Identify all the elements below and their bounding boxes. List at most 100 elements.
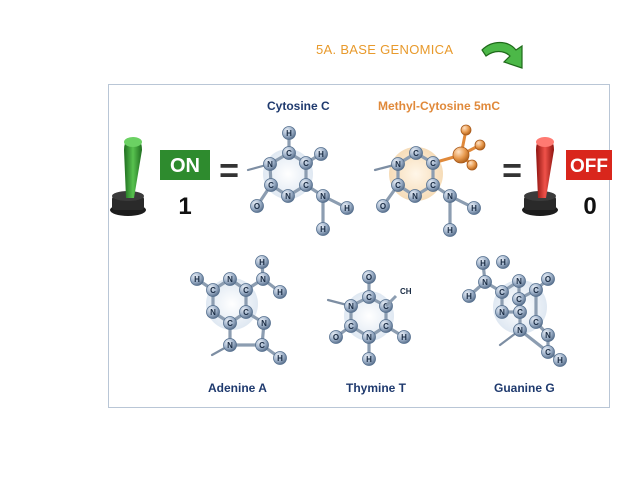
atom bbox=[316, 189, 330, 203]
atom bbox=[256, 272, 270, 286]
atom bbox=[223, 338, 237, 352]
atom-symbol: N bbox=[412, 192, 418, 201]
atom bbox=[282, 146, 296, 160]
atom bbox=[496, 255, 510, 269]
atom-symbol: N bbox=[482, 278, 488, 287]
atom bbox=[362, 290, 376, 304]
atom-symbol: C bbox=[545, 348, 551, 357]
atom-symbol: H bbox=[277, 354, 283, 363]
atom-symbol: N bbox=[227, 275, 233, 284]
atom-symbol: H bbox=[318, 150, 324, 159]
atom-symbol: C bbox=[395, 181, 401, 190]
atom-symbol: C bbox=[303, 159, 309, 168]
atom bbox=[529, 315, 543, 329]
atom-symbol: N bbox=[227, 341, 233, 350]
atom-symbol: H bbox=[471, 204, 477, 213]
methyl-cytosine-label: Methyl-Cytosine 5mC bbox=[378, 99, 500, 113]
atom bbox=[478, 275, 492, 289]
atom bbox=[314, 147, 328, 161]
atom bbox=[264, 178, 278, 192]
atom-symbol: N bbox=[366, 333, 372, 342]
atom bbox=[206, 283, 220, 297]
cytosine-label: Cytosine C bbox=[267, 99, 330, 113]
atom-symbol: N bbox=[395, 160, 401, 169]
atom bbox=[467, 201, 481, 215]
atom-symbol: O bbox=[333, 333, 339, 342]
atom bbox=[340, 201, 354, 215]
atom-symbol: H bbox=[366, 355, 372, 364]
atom-symbol: N bbox=[320, 192, 326, 201]
curved-arrow-icon bbox=[481, 41, 523, 69]
atom-symbol: C bbox=[210, 286, 216, 295]
atom-symbol: C bbox=[227, 319, 233, 328]
atom bbox=[206, 305, 220, 319]
atom bbox=[255, 255, 269, 269]
atom-symbol: C bbox=[286, 149, 292, 158]
on-badge-text: ON bbox=[170, 155, 200, 177]
atom-symbol: N bbox=[285, 192, 291, 201]
atom bbox=[462, 289, 476, 303]
atom-symbol: C bbox=[516, 295, 522, 304]
atom bbox=[512, 274, 526, 288]
atom-symbol: N bbox=[348, 302, 354, 311]
atom-symbol: H bbox=[500, 258, 506, 267]
atom bbox=[513, 323, 527, 337]
atom bbox=[273, 285, 287, 299]
atom bbox=[257, 316, 271, 330]
atom bbox=[190, 272, 204, 286]
atom-symbol: O bbox=[366, 273, 372, 282]
atom bbox=[443, 223, 457, 237]
atom-symbol: C bbox=[517, 308, 523, 317]
atom-symbol: H bbox=[557, 356, 563, 365]
atom-symbol: C bbox=[383, 302, 389, 311]
atom bbox=[273, 351, 287, 365]
atom bbox=[443, 189, 457, 203]
atom bbox=[255, 338, 269, 352]
atom bbox=[391, 178, 405, 192]
atom-symbol: H bbox=[447, 226, 453, 235]
atom-symbol: C bbox=[243, 308, 249, 317]
atom bbox=[239, 283, 253, 297]
atom bbox=[541, 272, 555, 286]
atom bbox=[391, 157, 405, 171]
atom bbox=[223, 272, 237, 286]
atom bbox=[426, 178, 440, 192]
atom-symbol: C bbox=[366, 293, 372, 302]
atom bbox=[223, 316, 237, 330]
off-value: 0 bbox=[583, 193, 596, 220]
thymine-label: Thymine T bbox=[346, 381, 407, 395]
atom bbox=[495, 305, 509, 319]
atom-symbol: H bbox=[194, 275, 200, 284]
atom-symbol: N bbox=[267, 160, 273, 169]
atom bbox=[452, 146, 470, 164]
atom bbox=[541, 345, 555, 359]
atom-symbol: H bbox=[320, 225, 326, 234]
atom-symbol: H bbox=[277, 288, 283, 297]
atom bbox=[512, 292, 526, 306]
atom-symbol: C bbox=[430, 181, 436, 190]
atom bbox=[408, 189, 422, 203]
atom bbox=[362, 270, 376, 284]
off-toggle-switch-icon bbox=[522, 137, 558, 216]
atom bbox=[239, 305, 253, 319]
atom-symbol: C bbox=[303, 181, 309, 190]
atom bbox=[495, 285, 509, 299]
atom-symbol: C bbox=[413, 149, 419, 158]
atom bbox=[553, 353, 567, 367]
atom bbox=[250, 199, 264, 213]
atom bbox=[426, 156, 440, 170]
off-badge-text: OFF bbox=[570, 156, 608, 177]
atom bbox=[529, 283, 543, 297]
atom-symbol: C bbox=[348, 322, 354, 331]
atom bbox=[376, 199, 390, 213]
methylation-diagram-panel bbox=[108, 84, 610, 408]
atom bbox=[316, 222, 330, 236]
atom-symbol: N bbox=[260, 275, 266, 284]
atom bbox=[362, 330, 376, 344]
atom bbox=[362, 352, 376, 366]
slide-title: 5A. BASE GENOMICA bbox=[316, 42, 454, 57]
atom bbox=[344, 319, 358, 333]
